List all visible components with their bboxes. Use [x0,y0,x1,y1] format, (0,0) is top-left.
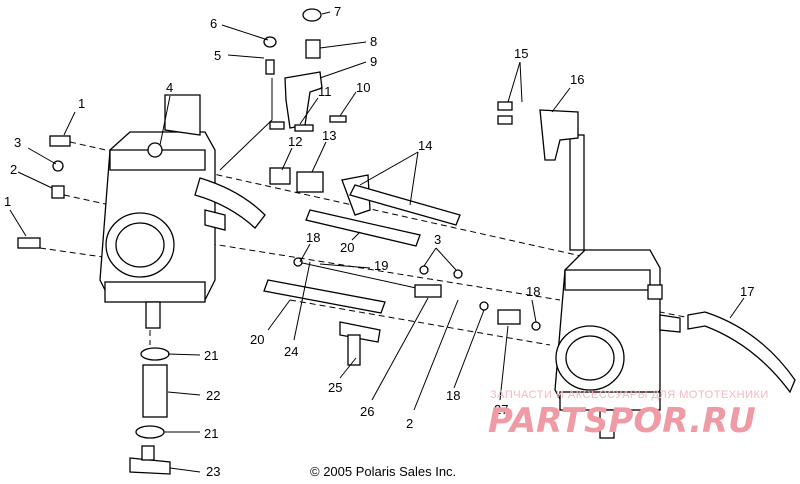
leader-lines [9,11,745,473]
callout-20-upper: 20 [340,240,354,255]
callout-27: 27 [494,402,508,417]
callout-10: 10 [356,80,370,95]
callout-8: 8 [370,34,377,49]
callout-2-center: 2 [406,416,413,431]
callout-11: 11 [318,84,332,99]
callout-17: 17 [740,284,754,299]
callout-7: 7 [334,4,341,19]
screws [17,135,463,279]
callout-1-top: 1 [78,96,85,111]
copyright-notice: © 2005 Polaris Sales Inc. [310,464,456,479]
callout-21-upper: 21 [204,348,218,363]
callout-21-lower: 21 [204,426,218,441]
callout-16: 16 [570,72,584,87]
callout-12: 12 [288,134,302,149]
callout-9: 9 [370,54,377,69]
watermark-logo: PARTSPOR.RU [488,401,756,441]
callout-24: 24 [284,344,298,359]
callout-19: 19 [374,258,388,273]
callout-1-left: 1 [4,194,11,209]
right-carburetor [554,134,681,439]
callout-18-upper: 18 [306,230,320,245]
callout-3-left: 3 [14,135,21,150]
callout-4: 4 [166,80,173,95]
callout-23: 23 [206,464,220,479]
linkage-parts [263,174,541,366]
callout-18-right: 18 [526,284,540,299]
callout-22: 22 [206,388,220,403]
right-bracket [497,101,579,161]
callout-26: 26 [360,404,374,419]
watermark-tagline: ЗАПЧАСТИ И АКСЕССУАРЫ ДЛЯ МОТОТЕХНИКИ [490,389,769,401]
fuel-hose [687,311,796,394]
callout-14: 14 [418,138,432,153]
callout-2-left: 2 [10,162,17,177]
callout-3-center: 3 [434,232,441,247]
callout-25: 25 [328,380,342,395]
callout-15: 15 [514,46,528,61]
callout-20-lower: 20 [250,332,264,347]
callout-13: 13 [322,128,336,143]
callout-5: 5 [214,48,221,63]
spring-plunger [269,167,324,193]
callout-18-lower: 18 [446,388,460,403]
callout-6: 6 [210,16,217,31]
left-carburetor [99,94,266,329]
drain-stack [129,347,171,475]
